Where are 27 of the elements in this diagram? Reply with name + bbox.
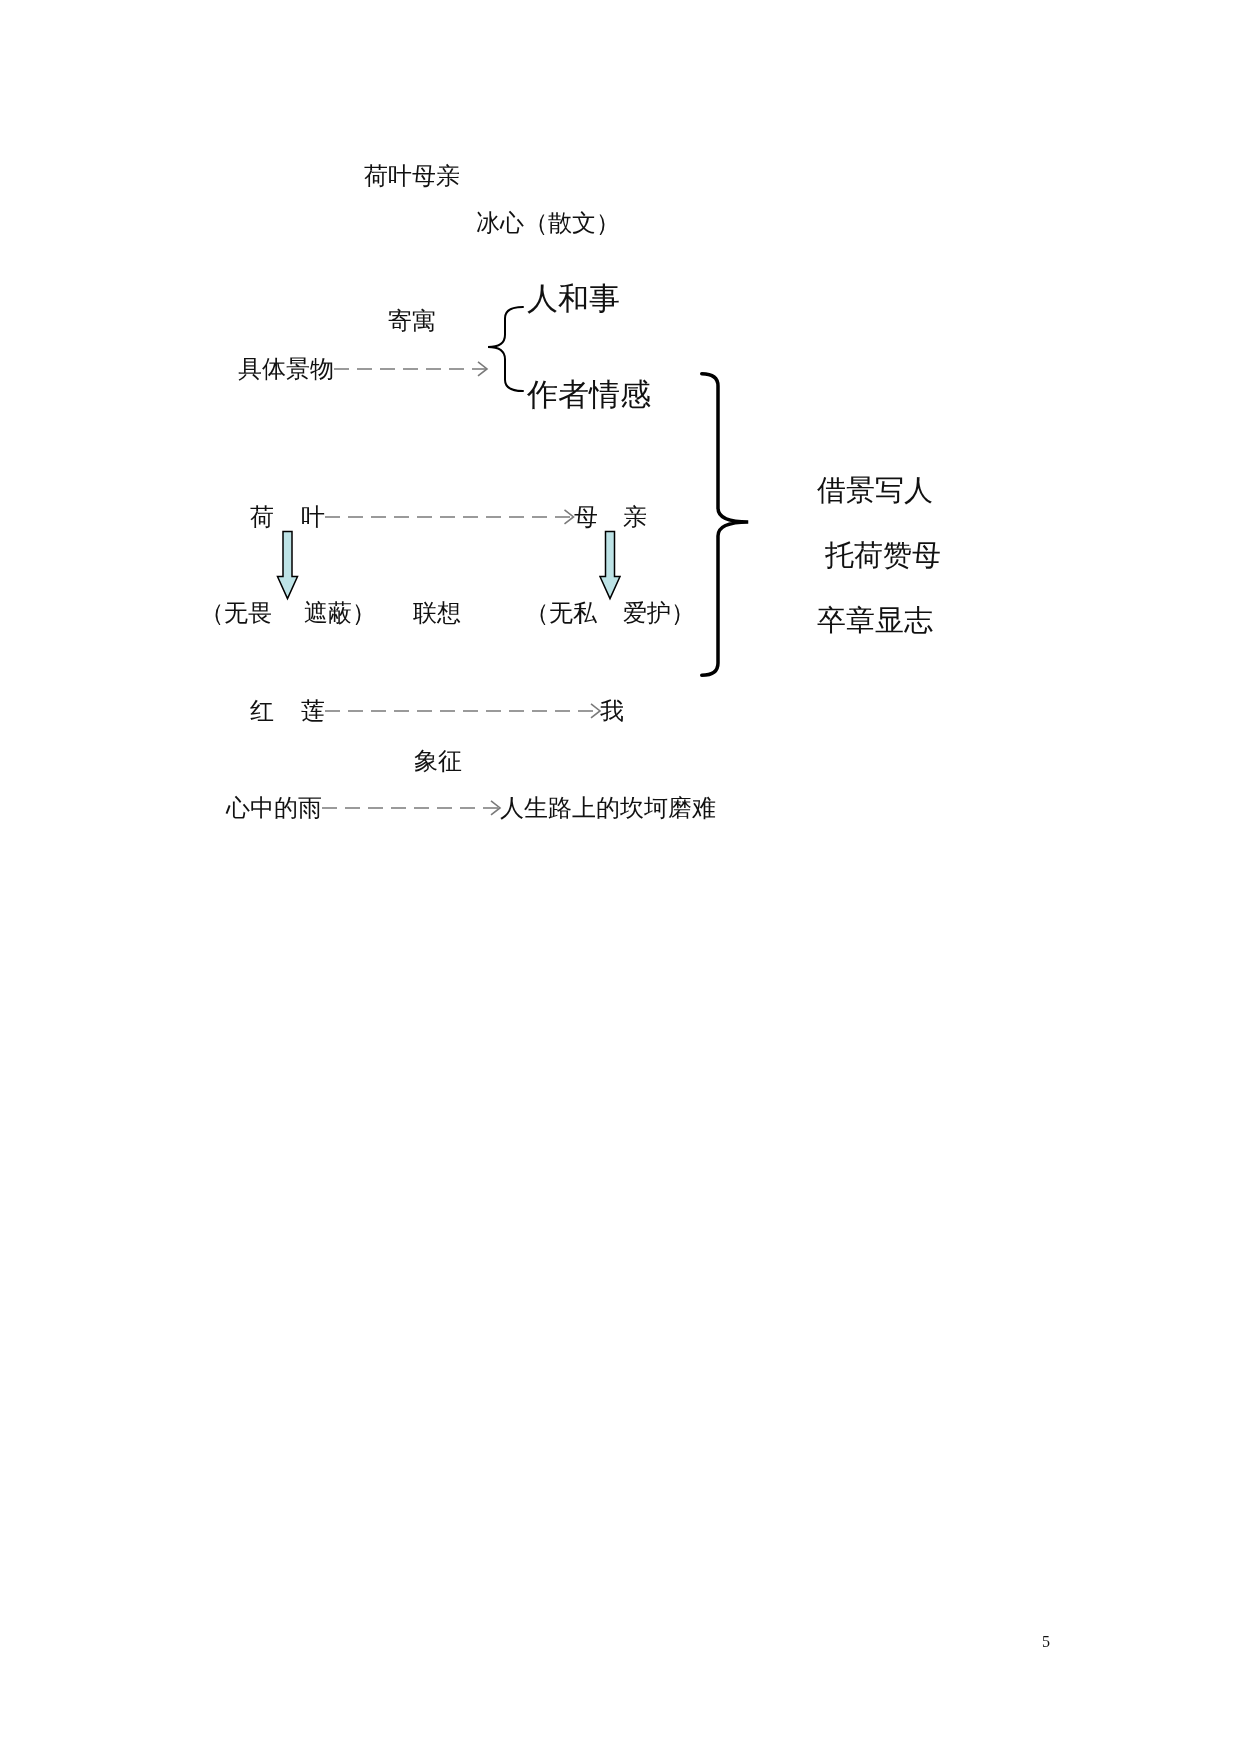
term-label: 具体景物 — [238, 354, 334, 384]
page-number: 5 — [1042, 1632, 1050, 1652]
edge-label: 象征 — [414, 746, 462, 776]
term-label: 荷 叶 — [250, 502, 325, 532]
term-label: 红 莲 — [250, 696, 325, 726]
block-arrow — [276, 530, 299, 601]
dashed-arrow — [324, 509, 575, 525]
summary-label: 托荷赞母 — [825, 537, 941, 573]
curly-brace — [487, 306, 524, 392]
term-label: （无畏 遮蔽） — [199, 598, 376, 628]
block-arrow — [598, 530, 622, 601]
term-label: 我 — [600, 696, 624, 726]
title: 荷叶母亲 — [364, 161, 460, 191]
term-label: 人和事 — [527, 280, 620, 318]
term-label: 人生路上的坎坷磨难 — [500, 793, 716, 823]
author-line: 冰心（散文） — [476, 208, 620, 238]
summary-label: 卒章显志 — [817, 602, 933, 638]
dashed-arrow — [321, 800, 501, 816]
term-label: 母 亲 — [573, 502, 647, 532]
summary-label: 借景写人 — [817, 472, 933, 508]
edge-label: 寄寓 — [388, 306, 436, 336]
term-label: 作者情感 — [527, 376, 651, 414]
dashed-arrow — [324, 703, 601, 719]
dashed-arrow — [333, 361, 488, 377]
term-label: 心中的雨 — [226, 793, 322, 823]
term-label: （无私 爱护） — [525, 598, 695, 628]
note-label: 联想 — [413, 598, 461, 628]
